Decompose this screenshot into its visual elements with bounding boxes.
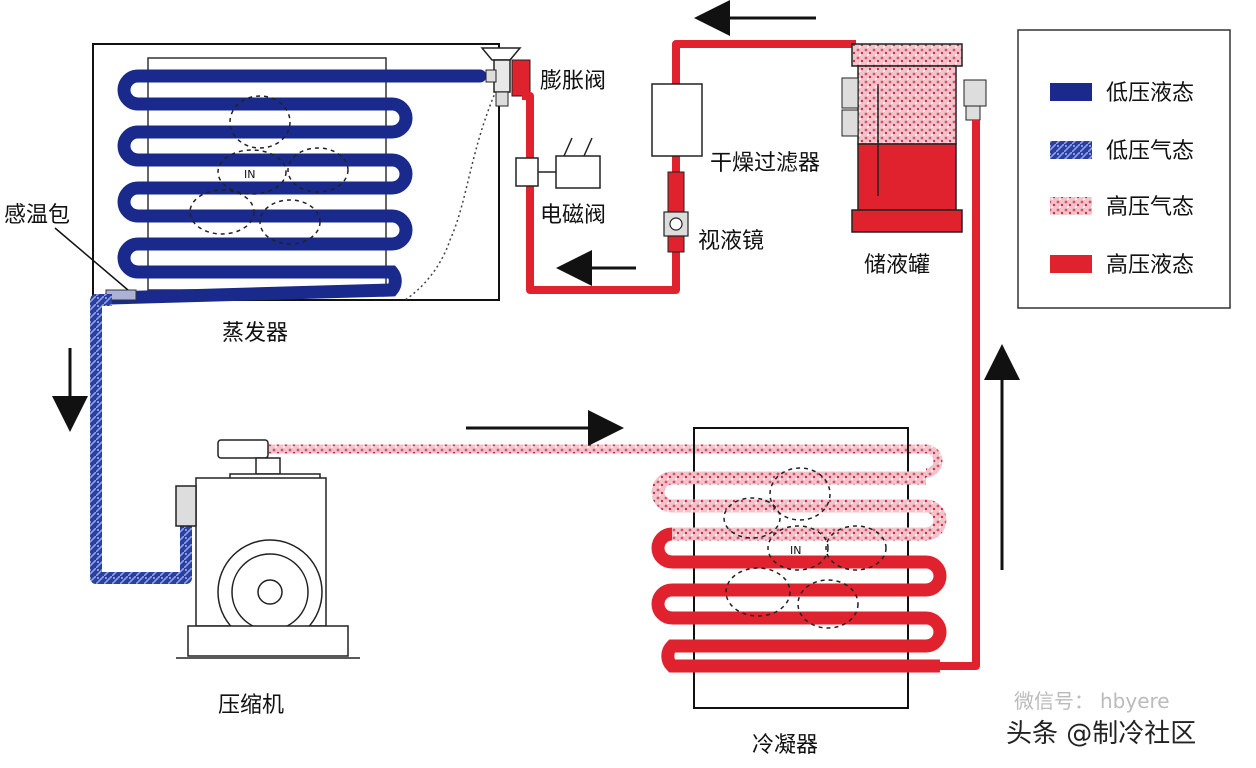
condenser-coil-gas [651,471,947,541]
discharge-line [268,444,943,478]
condenser-outlet-line [940,120,980,670]
legend-swatch-low-pressure-liquid [1050,83,1092,101]
sight-glass [663,171,689,253]
evaporator-fins [147,57,387,291]
sensing-bulb-capillary [404,85,499,301]
watermark-source: 头条 @制冷社区 [1006,719,1196,749]
legend: 低压液态 低压气态 高压气态 高压液态 [1017,29,1231,309]
receiver [841,43,987,233]
evaporator-fan [189,95,349,245]
compressor [175,439,360,659]
label-receiver: 储液罐 [864,253,930,278]
legend-label: 高压气态 [1106,195,1194,220]
legend-label: 低压气态 [1106,139,1194,164]
condenser-fan [723,467,887,629]
filter-drier [651,83,703,157]
watermark-wechat-id: hbyere [1100,689,1170,713]
label-compressor: 压缩机 [218,693,284,718]
expansion-valve [480,47,531,107]
label-evaporator: 蒸发器 [222,321,288,346]
label-condenser: 冷凝器 [752,733,818,758]
legend-label: 低压液态 [1106,81,1194,106]
suction-line [90,294,192,584]
sensing-bulb-leader [54,227,129,291]
condenser-fan-mark: IN [790,544,801,557]
solenoid-valve [515,137,601,189]
evaporator-coil [103,69,487,305]
liquid-line [522,40,856,294]
watermark: 微信号： hbyere 头条 @制冷社区 [1006,689,1196,749]
label-sensing-bulb: 感温包 [4,203,70,228]
label-sight-glass: 视液镜 [698,229,764,254]
legend-swatch-high-pressure-gas [1050,197,1092,215]
evaporator-frame [92,43,500,301]
condenser-coil-liquid [651,527,947,673]
label-filter-drier: 干燥过滤器 [710,151,820,176]
condenser: IN [651,427,947,709]
legend-swatch-high-pressure-liquid [1050,255,1092,273]
legend-label: 高压液态 [1106,253,1194,278]
label-solenoid-valve: 电磁阀 [540,203,606,228]
label-expansion-valve: 膨胀阀 [540,69,606,94]
evaporator-fan-mark: IN [244,168,255,181]
evaporator: IN [92,43,500,305]
watermark-wechat: 微信号： [1014,689,1094,713]
legend-swatch-low-pressure-gas [1050,141,1092,159]
